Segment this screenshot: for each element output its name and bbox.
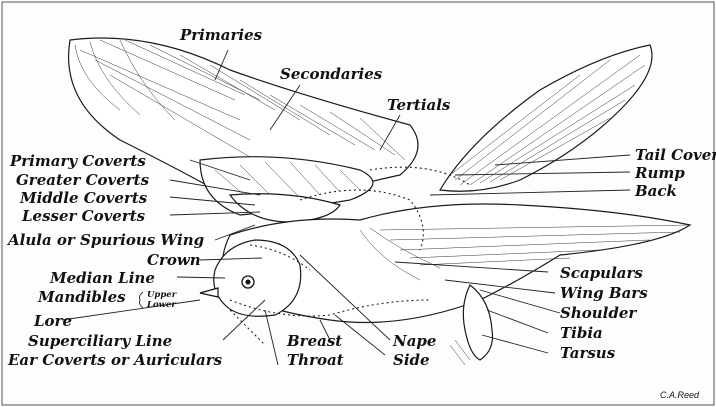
label-lower: Lower — [146, 300, 176, 310]
label-tarsus: Tarsus — [560, 344, 616, 362]
label-tail-coverts: Tail Coverts — [635, 146, 716, 164]
label-scapulars: Scapulars — [560, 264, 643, 282]
label-lore: Lore — [33, 312, 72, 330]
label-back: Back — [634, 182, 677, 200]
label-median-line: Median Line — [49, 269, 155, 287]
label-secondaries: Secondaries — [280, 65, 383, 83]
tail-fan — [440, 45, 652, 191]
label-crown: Crown — [147, 251, 201, 269]
label-upper: Upper — [147, 290, 177, 300]
label-nape: Nape — [392, 332, 436, 350]
label-tertials: Tertials — [387, 96, 451, 114]
label-middle-coverts: Middle Coverts — [19, 189, 148, 207]
signature: C.A.Reed — [660, 390, 700, 400]
label-primaries: Primaries — [179, 26, 263, 44]
label-breast: Breast — [286, 332, 342, 350]
label-throat: Throat — [287, 351, 344, 369]
label-ear-coverts: Ear Coverts or Auriculars — [7, 351, 223, 369]
label-wing-bars: Wing Bars — [560, 284, 648, 302]
label-lesser-coverts: Lesser Coverts — [21, 207, 146, 225]
label-tibia: Tibia — [560, 324, 603, 342]
label-alula: Alula or Spurious Wing — [6, 231, 204, 249]
mandibles-brace — [139, 292, 143, 308]
label-mandibles: Mandibles — [37, 288, 126, 306]
beak — [200, 288, 218, 297]
label-rump: Rump — [634, 164, 685, 182]
label-shoulder: Shoulder — [560, 304, 637, 322]
label-greater-coverts: Greater Coverts — [16, 171, 150, 189]
label-primary-coverts: Primary Coverts — [9, 152, 146, 170]
label-side: Side — [393, 351, 430, 369]
label-superciliary: Superciliary Line — [28, 332, 172, 350]
